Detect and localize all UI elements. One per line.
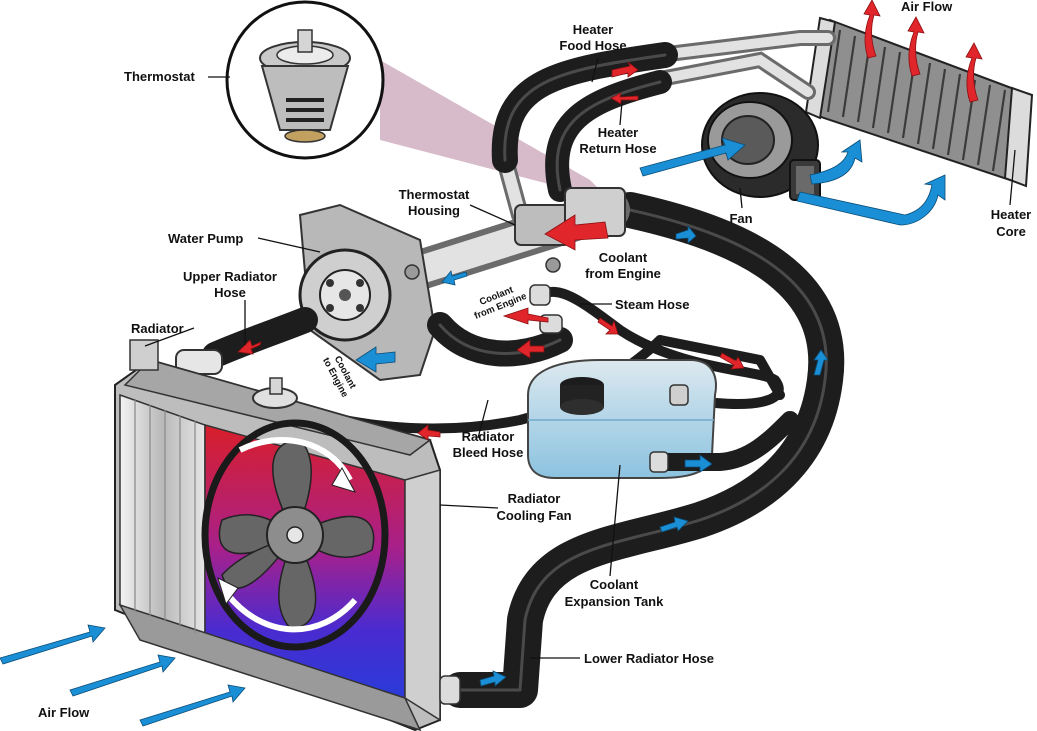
air-flow-arrow-icon	[0, 624, 106, 665]
rotation-arrow-head-icon	[217, 577, 239, 606]
blue-arrow-icon	[684, 454, 713, 473]
radiator-air-flow	[0, 624, 246, 727]
label-fan: Fan	[729, 211, 752, 226]
label-thermostat-housing: Thermostat	[399, 187, 470, 202]
red-arrow-icon	[237, 339, 262, 355]
blue-arrow-icon	[675, 224, 697, 244]
blue-arrow-icon	[441, 270, 468, 286]
coolant-expansion-tank	[527, 359, 799, 479]
label-thermostat: Thermostat	[124, 69, 195, 84]
label-lower-radiator-hose: Lower Radiator Hose	[584, 651, 714, 666]
radiator-cooling-fan	[201, 419, 389, 651]
thermostat-housing	[400, 187, 630, 290]
label-heater-core: Heater	[991, 207, 1031, 222]
label-heater-food-hose: Heater	[573, 22, 613, 37]
label-coolant-expansion-tank-line2: Expansion Tank	[565, 594, 664, 609]
main-return-hose	[442, 192, 845, 708]
heater-core-air-flow	[863, 0, 983, 103]
red-arrow-icon	[516, 339, 545, 359]
label-coolant-from-engine: Coolant	[599, 250, 648, 265]
red-arrow-icon	[611, 61, 639, 78]
heater-core	[804, 16, 1034, 188]
leader-lines	[144, 57, 1016, 659]
label-thermostat-housing-line2: Housing	[408, 203, 460, 218]
label-radiator-cooling-fan-line2: Cooling Fan	[496, 508, 571, 523]
rotation-arrow-head-icon	[331, 466, 357, 493]
label-radiator: Radiator	[131, 321, 184, 336]
thermostat-callout	[225, 0, 385, 160]
air-flow-arrow-icon	[69, 654, 176, 697]
air-flow-arrow-icon	[139, 684, 246, 727]
red-arrow-icon	[719, 352, 745, 370]
label-air-flow-bottom: Air Flow	[38, 705, 90, 720]
red-arrow-icon	[597, 317, 619, 335]
red-arrow-icon	[417, 424, 441, 441]
red-arrow-icon	[502, 307, 549, 325]
red-arrow-icon	[610, 92, 639, 105]
upper-radiator-hose	[175, 307, 573, 375]
label-radiator-bleed-hose-line2: Bleed Hose	[453, 445, 524, 460]
label-radiator-cooling-fan: Radiator	[508, 491, 561, 506]
label-steam-hose: Steam Hose	[615, 297, 689, 312]
heater-air-arrows	[639, 137, 946, 226]
label-coolant-expansion-tank: Coolant	[590, 577, 639, 592]
label-heater-food-hose-line2: Food Hose	[559, 38, 626, 53]
label-upper-radiator-hose: Upper Radiator	[183, 269, 277, 284]
label-coolant-from-engine-line2: from Engine	[585, 266, 661, 281]
label-air-flow-top: Air Flow	[901, 0, 953, 14]
blue-arrow-icon	[355, 346, 396, 373]
air-flow-arrow-icon	[965, 42, 983, 103]
cool-flow-arrows	[355, 224, 829, 687]
hot-flow-arrows	[237, 61, 745, 441]
label-water-pump: Water Pump	[168, 231, 243, 246]
blue-arrow-icon	[813, 349, 829, 376]
heater-hoses	[491, 42, 678, 202]
label-heater-core-line2: Core	[996, 224, 1026, 239]
air-flow-arrow-icon	[907, 16, 925, 77]
label-radiator-bleed-hose: Radiator	[462, 429, 515, 444]
label-heater-return-hose: Heater	[598, 125, 638, 140]
water-pump	[298, 203, 437, 382]
rotation-arrow-icon	[225, 593, 358, 633]
blue-arrow-icon	[659, 516, 689, 533]
blue-arrow-icon	[479, 670, 507, 687]
label-upper-radiator-hose-line2: Hose	[214, 285, 246, 300]
air-flow-arrow-icon	[863, 0, 881, 59]
labels: Thermostat Heater Food Hose Air Flow Hea…	[38, 0, 1031, 720]
label-heater-return-hose-line2: Return Hose	[579, 141, 656, 156]
lower-hose-clamp	[439, 675, 461, 705]
red-arrow-icon	[544, 214, 609, 251]
